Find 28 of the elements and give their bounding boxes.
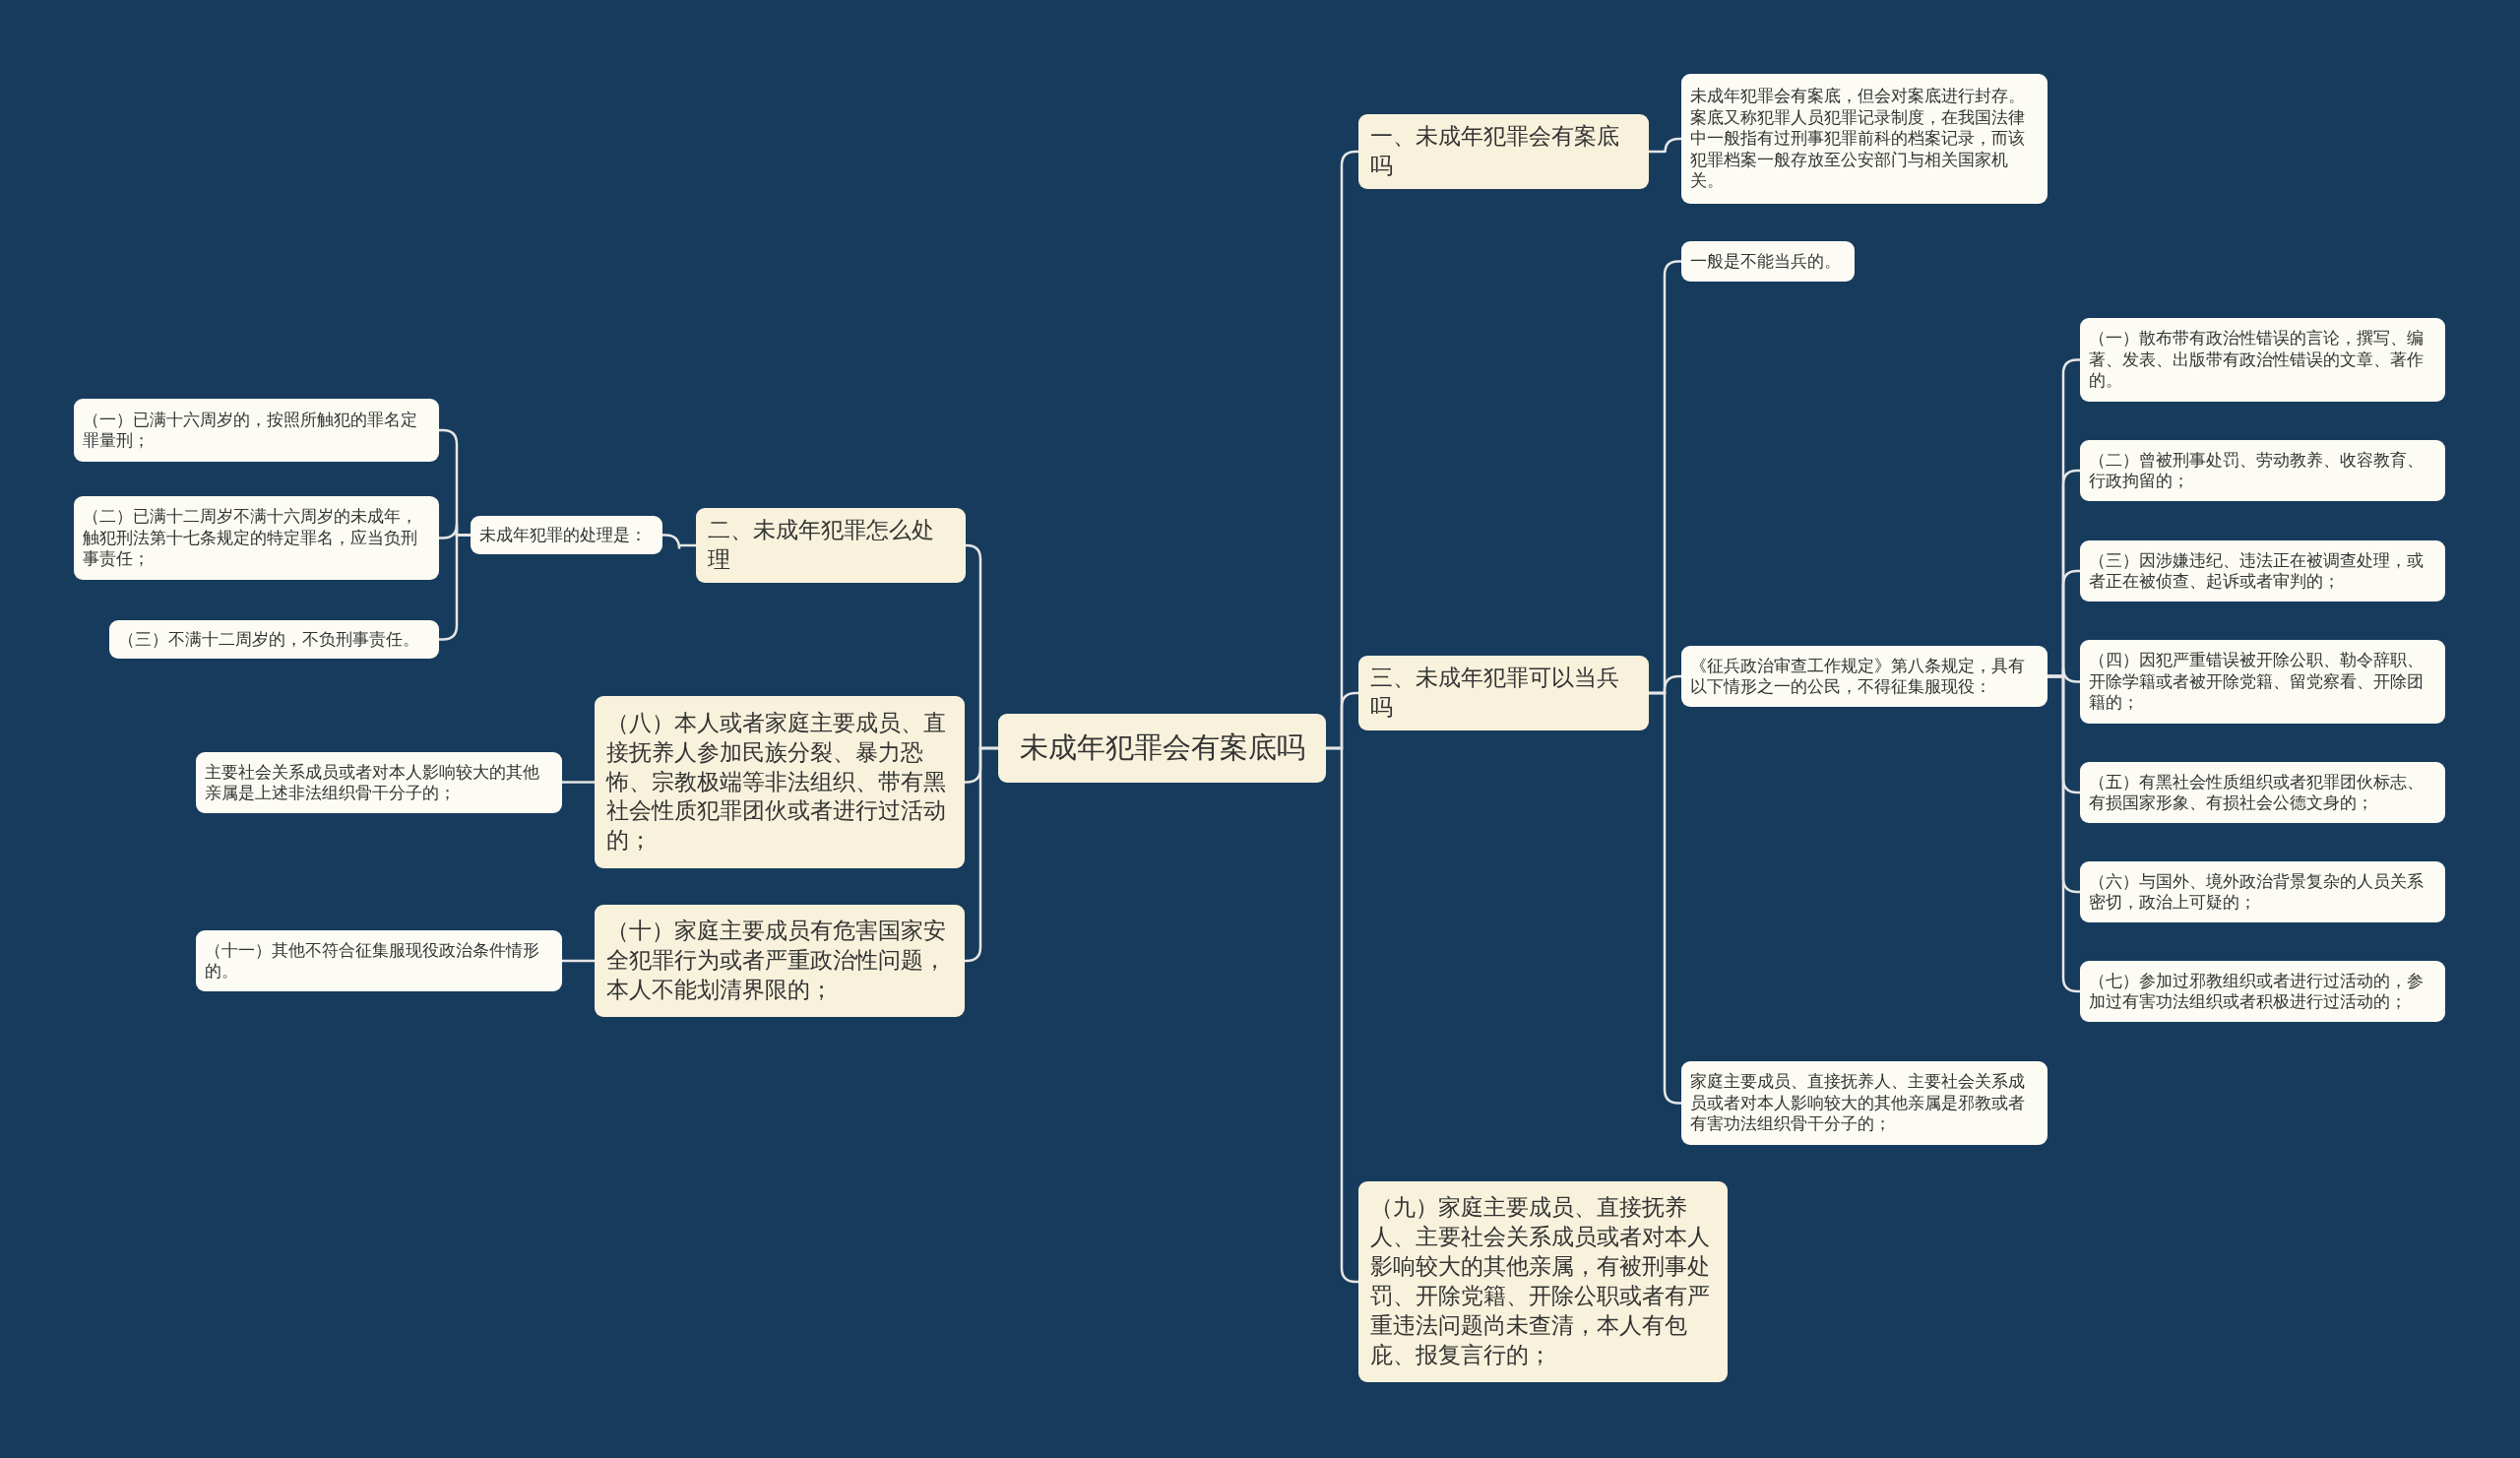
topic-box: （六）与国外、境外政治背景复杂的人员关系密切，政治上可疑的；	[2080, 861, 2445, 922]
topic-box: （三）因涉嫌违纪、违法正在被调查处理，或者正在被侦查、起诉或者审判的；	[2080, 540, 2445, 602]
topic-box: 一、未成年犯罪会有案底吗	[1358, 114, 1649, 189]
topic-box: （三）不满十二周岁的，不负刑事责任。	[109, 620, 439, 659]
topic-box: （一）散布带有政治性错误的言论，撰写、编著、发表、出版带有政治性错误的文章、著作的。	[2080, 318, 2445, 402]
topic-box: （二）曾被刑事处罚、劳动教养、收容教育、行政拘留的；	[2080, 440, 2445, 501]
topic-box: （九）家庭主要成员、直接抚养人、主要社会关系成员或者对本人影响较大的其他亲属，有被刑事处罚、开除党籍、开除公职或者有严重违法问题尚未查清，本人有包庇、报复言行的；	[1358, 1181, 1728, 1382]
topic-box: （八）本人或者家庭主要成员、直接抚养人参加民族分裂、暴力恐怖、宗教极端等非法组织、带有黑社会性质犯罪团伙或者进行过活动的；	[595, 696, 965, 868]
topic-box: （七）参加过邪教组织或者进行过活动的，参加过有害功法组织或者积极进行过活动的；	[2080, 961, 2445, 1022]
topic-box: 二、未成年犯罪怎么处理	[696, 508, 966, 583]
topic-box: 《征兵政治审查工作规定》第八条规定，具有以下情形之一的公民，不得征集服现役：	[1681, 646, 2048, 707]
topic-box: 未成年犯罪的处理是：	[471, 516, 662, 554]
connector	[562, 781, 595, 784]
topic-box: 未成年犯罪会有案底，但会对案底进行封存。案底又称犯罪人员犯罪记录制度，在我国法律中一般指有过刑事犯罪前科的档案记录，而该犯罪档案一般存放至公安部门与相关国家机关。	[1681, 74, 2048, 204]
topic-box: 家庭主要成员、直接抚养人、主要社会关系成员或者对本人影响较大的其他亲属是邪教或者有害功法组织骨干分子的；	[1681, 1061, 2048, 1145]
topic-box: （二）已满十二周岁不满十六周岁的未成年，触犯刑法第十七条规定的特定罪名，应当负刑事责任；	[74, 496, 439, 580]
topic-box: （十）家庭主要成员有危害国家安全犯罪行为或者严重政治性问题，本人不能划清界限的；	[595, 905, 965, 1017]
connector	[1649, 137, 1681, 155]
topic-box: 三、未成年犯罪可以当兵吗	[1358, 656, 1649, 730]
topic-box: （十一）其他不符合征集服现役政治条件情形的。	[196, 930, 562, 991]
topic-box: （四）因犯严重错误被开除公职、勒令辞职、开除学籍或者被开除党籍、留党察看、开除团籍的；	[2080, 640, 2445, 724]
topic-box: 主要社会关系成员或者对本人影响较大的其他亲属是上述非法组织骨干分子的；	[196, 752, 562, 813]
connector	[662, 534, 696, 550]
topic-box: （一）已满十六周岁的，按照所触犯的罪名定罪量刑；	[74, 399, 439, 462]
topic-box: （五）有黑社会性质组织或者犯罪团伙标志、有损国家形象、有损社会公德文身的；	[2080, 762, 2445, 823]
topic-box: 未成年犯罪会有案底吗	[998, 714, 1326, 783]
topic-box: 一般是不能当兵的。	[1681, 241, 1855, 282]
connector	[562, 959, 595, 963]
